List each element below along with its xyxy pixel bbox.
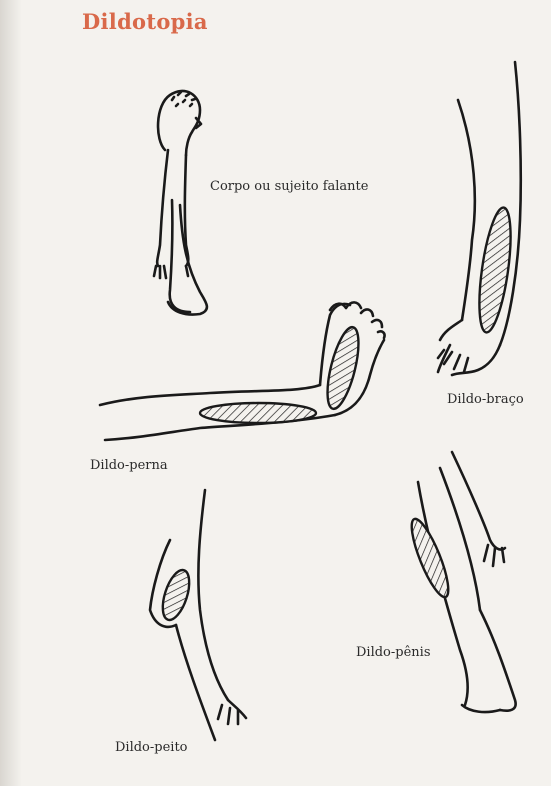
dildo-breast-figure [150, 490, 246, 740]
dildo-arm-figure [438, 62, 521, 375]
speaking-subject-figure [154, 91, 207, 315]
dildo-penis-figure [405, 452, 516, 712]
dildo-leg-figure [100, 302, 385, 440]
